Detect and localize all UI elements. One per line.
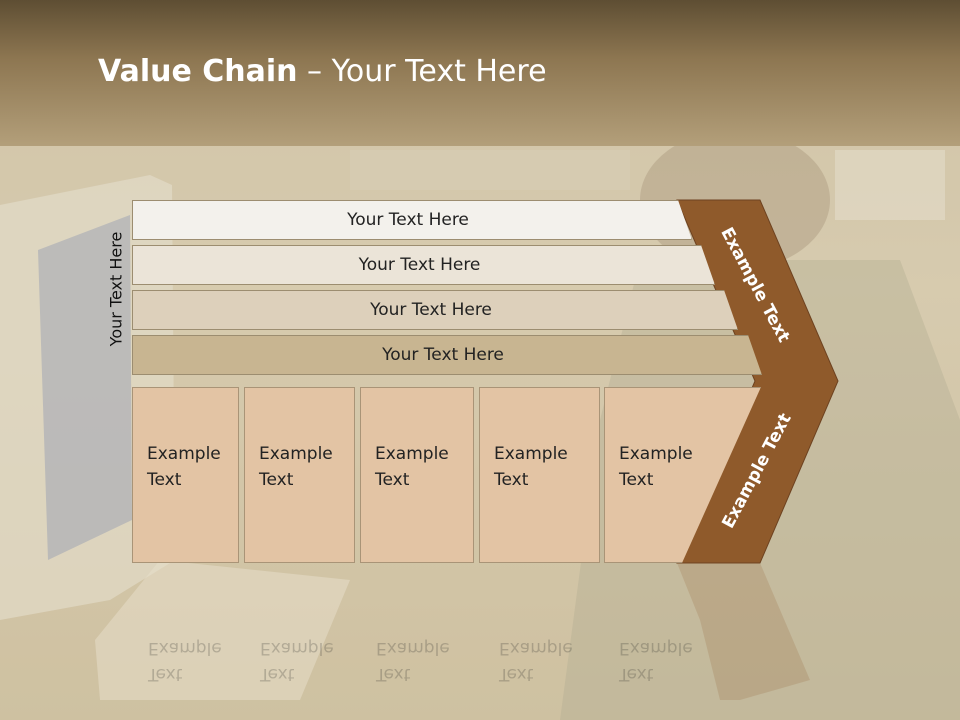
- support-bar-4-label: Your Text Here: [382, 345, 504, 365]
- activity-box-3: Example Text: [360, 387, 474, 563]
- activity-box-4-line1: Example: [494, 444, 568, 464]
- support-bar-1: Your Text Here: [132, 200, 692, 240]
- chevron-reflection: [677, 563, 810, 700]
- activity-box-4-line2: Text: [494, 470, 529, 490]
- slide-title: Value Chain – Your Text Here: [98, 54, 547, 89]
- support-bar-4: Your Text Here: [132, 335, 762, 375]
- support-bar-3-label: Your Text Here: [370, 300, 492, 320]
- activity-box-4: Example Text: [479, 387, 600, 563]
- support-bar-1-label: Your Text Here: [347, 210, 469, 230]
- activity-box-2-line2: Text: [259, 470, 294, 490]
- title-rest: – Your Text Here: [297, 54, 547, 89]
- support-bar-3: Your Text Here: [132, 290, 738, 330]
- title-bar: Value Chain – Your Text Here: [0, 0, 960, 146]
- activity-box-1: Example Text: [132, 387, 239, 563]
- support-bar-2: Your Text Here: [132, 245, 715, 285]
- activity-box-1-line2: Text: [147, 470, 182, 490]
- activity-box-3-line1: Example: [375, 444, 449, 464]
- support-bar-2-label: Your Text Here: [358, 255, 481, 275]
- title-bold: Value Chain: [98, 54, 298, 89]
- activity-box-5-line1: Example: [619, 444, 693, 464]
- activity-box-3-line2: Text: [375, 470, 410, 490]
- activity-box-5-line2: Text: [619, 470, 654, 490]
- activity-box-2: Example Text: [244, 387, 355, 563]
- activity-box-2-line1: Example: [259, 444, 333, 464]
- activity-box-1-line1: Example: [147, 444, 221, 464]
